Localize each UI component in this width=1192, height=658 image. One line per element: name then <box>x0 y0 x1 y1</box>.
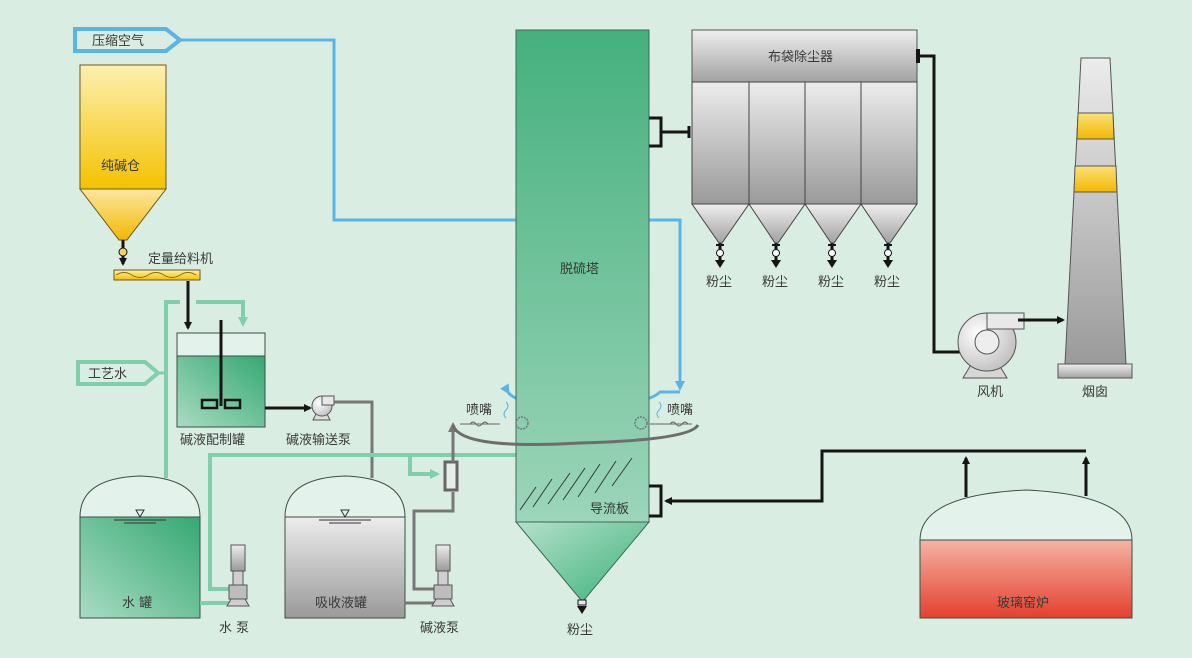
down-arrow-icon <box>715 260 725 268</box>
transfer-pump-outlet-pipe <box>334 400 374 478</box>
fan-label: 风机 <box>977 385 1003 400</box>
water-tank-label: 水 罐 <box>122 596 152 611</box>
absorption-tank-label: 吸收液罐 <box>315 596 367 611</box>
down-arrow-icon <box>827 260 837 268</box>
bag-filter: 布袋除尘器 <box>691 29 918 244</box>
transfer-pump-icon: 碱液输送泵 <box>286 395 351 448</box>
chimney-label: 烟囱 <box>1082 385 1108 400</box>
nozzle-left-icon: 喷嘴 <box>460 401 529 430</box>
quantitative-feeder: 定量给料机 <box>113 252 213 281</box>
alkali-pump-label: 碱液泵 <box>420 621 459 636</box>
process-water-pipe <box>164 300 180 478</box>
water-to-mixer-branch <box>405 453 440 479</box>
absorption-tank: 吸收液罐 <box>284 475 406 619</box>
baffle-plates <box>519 457 633 511</box>
dust-label: 粉尘 <box>818 275 844 290</box>
water-to-mixer-pipe <box>196 300 248 327</box>
soda-silo-label: 纯碱仓 <box>101 159 140 174</box>
compressed-air-pipe <box>180 38 685 391</box>
nozzle-right-label: 喷嘴 <box>667 403 693 418</box>
baghouse-label: 布袋除尘器 <box>768 50 833 65</box>
chimney: 烟囱 <box>1057 57 1133 400</box>
rotary-valve-icon <box>828 249 836 257</box>
rotary-valve-icon <box>884 249 892 257</box>
dust-label: 粉尘 <box>874 275 900 290</box>
level-indicator-icon <box>114 509 166 524</box>
dust-outlet-2: 粉尘 <box>762 243 788 290</box>
compressed-air-label: 压缩空气 <box>92 33 144 49</box>
dust-outlet-3: 粉尘 <box>818 243 844 290</box>
soda-silo: 纯碱仓 <box>78 64 168 266</box>
water-tank: 水 罐 <box>79 475 201 619</box>
dust-label: 粉尘 <box>706 275 732 290</box>
dust-label: 粉尘 <box>762 275 788 290</box>
process-water-label: 工艺水 <box>88 367 127 382</box>
furnace-flue-pipes <box>664 449 1090 505</box>
rotary-valve-icon <box>772 249 780 257</box>
mixing-tank: 碱液配制罐 <box>176 320 266 448</box>
compressed-air-tag: 压缩空气 <box>73 27 184 53</box>
pipe-mixer-icon <box>443 422 459 492</box>
glass-furnace: 玻璃窑炉 <box>919 489 1133 619</box>
tower-outlet-flange <box>649 116 691 148</box>
tower-dust-label: 粉尘 <box>567 623 593 638</box>
furnace-label: 玻璃窑炉 <box>997 595 1049 611</box>
desulfurization-tower: 脱硫塔 导流板 粉尘 <box>514 29 651 638</box>
mixing-tank-label: 碱液配制罐 <box>180 433 245 448</box>
water-pump-icon: 水 泵 <box>219 544 250 636</box>
dust-outlet-1: 粉尘 <box>706 243 732 290</box>
water-pump-label: 水 泵 <box>219 621 249 636</box>
flue-to-fan-pipe <box>920 54 972 356</box>
down-arrow-icon <box>883 260 893 268</box>
down-arrow-icon <box>771 260 781 268</box>
transfer-pump-label: 碱液输送泵 <box>286 432 351 448</box>
liquid-spray-ring <box>451 424 700 446</box>
level-indicator-icon <box>319 509 371 524</box>
tower-label: 脱硫塔 <box>560 262 599 277</box>
agitator-icon <box>200 398 242 410</box>
nozzle-right-icon: 喷嘴 <box>634 401 693 430</box>
dust-outlets: 粉尘 粉尘 粉尘 粉尘 <box>706 243 900 290</box>
tower-inlet-flange <box>649 484 663 518</box>
rotary-valve-icon <box>118 247 128 257</box>
process-water-tag: 工艺水 <box>76 360 162 386</box>
dust-outlet-4: 粉尘 <box>874 243 900 290</box>
nozzle-left-label: 喷嘴 <box>466 403 492 418</box>
alkali-pump-outlet-pipe <box>412 492 455 591</box>
fan-icon: 风机 <box>957 312 1025 400</box>
rotary-valve-icon <box>716 249 724 257</box>
dust-outlet-icon <box>577 599 587 614</box>
alkali-pump-icon: 碱液泵 <box>420 544 459 636</box>
water-pump-outlet-pipe <box>208 453 555 591</box>
feeder-label: 定量给料机 <box>148 252 213 267</box>
baffle-label: 导流板 <box>590 502 629 517</box>
